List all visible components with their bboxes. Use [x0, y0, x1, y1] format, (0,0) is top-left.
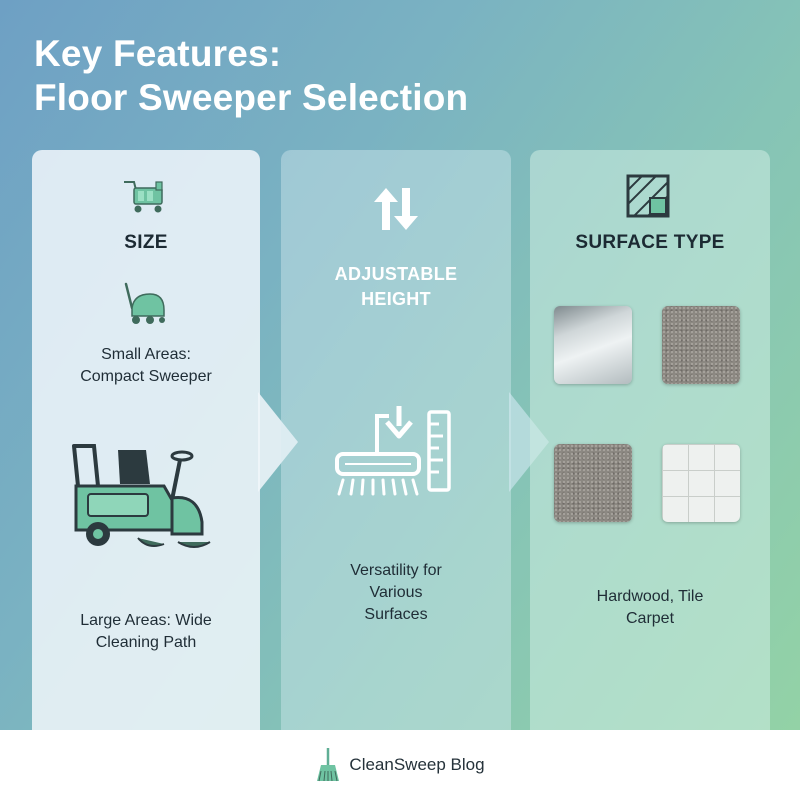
adjustable-heading-line-1: ADJUSTABLE — [334, 264, 458, 284]
surface-caption: Hardwood, Tile Carpet — [530, 586, 770, 630]
versatility-caption: Versatility for Various Surfaces — [281, 560, 511, 626]
versatility-line-1: Versatility for — [350, 562, 442, 579]
size-heading: SIZE — [124, 232, 168, 253]
size-panel: SIZE Small Areas: Compact Sweeper — [32, 150, 260, 730]
surface-caption-line-2: Carpet — [625, 610, 675, 627]
adjustable-heading-line-2: HEIGHT — [361, 289, 431, 309]
panel-arrow-1 — [258, 392, 298, 492]
brush-height-gauge-icon — [335, 406, 451, 496]
large-areas-caption: Large Areas: Wide Cleaning Path — [32, 610, 260, 654]
versatility-line-3: Surfaces — [364, 606, 428, 623]
brand: CleanSweep Blog — [315, 747, 485, 783]
up-down-arrows-icon — [374, 188, 418, 230]
title-line-2: Floor Sweeper Selection — [34, 77, 469, 118]
tile-swatch — [662, 444, 740, 522]
surface-type-heading: SURFACE TYPE — [575, 232, 725, 253]
small-areas-line-1: Small Areas: — [101, 346, 191, 363]
small-areas-line-2: Compact Sweeper — [80, 368, 212, 385]
hero-background: Key Features: Floor Sweeper Selection SI… — [0, 0, 800, 730]
adjustable-height-panel: ADJUSTABLE HEIGHT Versatility for Variou… — [281, 150, 511, 730]
adjustable-height-heading: ADJUSTABLE HEIGHT — [281, 262, 511, 312]
small-areas-caption: Small Areas: Compact Sweeper — [32, 344, 260, 388]
large-areas-line-1: Large Areas: Wide — [80, 612, 212, 629]
glossy-floor-swatch — [554, 306, 632, 384]
cart-sweeper-icon — [124, 181, 163, 213]
compact-sweeper-icon — [124, 282, 165, 324]
broom-icon — [317, 748, 340, 782]
surface-caption-line-1: Hardwood, Tile — [596, 588, 704, 605]
brand-name: CleanSweep Blog — [349, 755, 485, 774]
floor-tile-icon — [626, 174, 670, 218]
footer: CleanSweep Blog — [0, 730, 800, 800]
page-title: Key Features: Floor Sweeper Selection — [34, 32, 468, 120]
title-line-1: Key Features: — [34, 33, 282, 74]
surface-type-panel: SURFACE TYPE Hardwood, Tile Carpet — [530, 150, 770, 730]
carpet-swatch-1 — [662, 306, 740, 384]
carpet-swatch-2 — [554, 444, 632, 522]
large-areas-line-2: Cleaning Path — [95, 634, 197, 651]
versatility-line-2: Various — [369, 584, 423, 601]
ride-on-sweeper-icon — [72, 444, 211, 548]
